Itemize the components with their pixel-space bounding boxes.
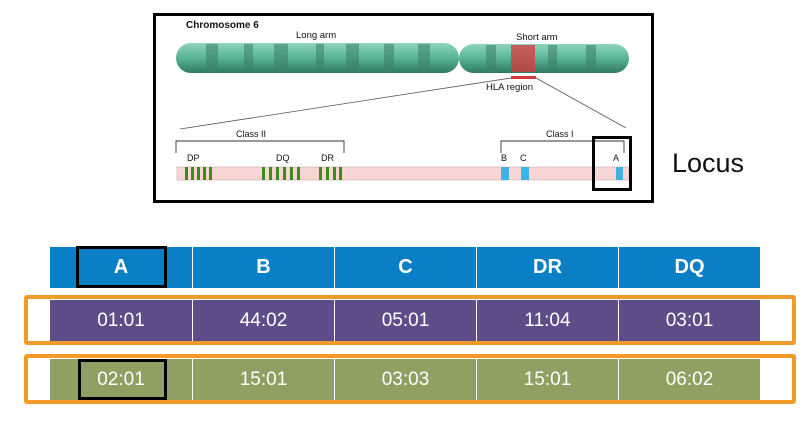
long-arm-bands bbox=[206, 44, 430, 72]
row2-cell-dq: 06:02 bbox=[618, 359, 760, 400]
haplotype-1-frame bbox=[24, 295, 796, 345]
short-arm-label: Short arm bbox=[516, 32, 558, 43]
header-cell-dq: DQ bbox=[618, 247, 760, 288]
dq-gene-stripes bbox=[262, 167, 300, 180]
class2-bracket bbox=[175, 140, 345, 153]
gene-label-b: B bbox=[501, 153, 507, 163]
row1-cell-dr: 11:04 bbox=[476, 300, 618, 341]
header-cell-c: C bbox=[334, 247, 476, 288]
header-cell-b: B bbox=[192, 247, 334, 288]
gene-label-dp: DP bbox=[187, 153, 200, 163]
hla-band bbox=[511, 45, 535, 72]
long-arm-label: Long arm bbox=[296, 30, 336, 41]
dr-gene-stripes bbox=[319, 167, 342, 180]
projection-line-right bbox=[535, 77, 627, 129]
b-gene bbox=[501, 167, 509, 180]
row1-cell-dq: 03:01 bbox=[618, 300, 760, 341]
chromosome-diagram: Chromosome 6 Long arm Short arm HLA regi… bbox=[175, 20, 630, 181]
c-gene bbox=[521, 167, 529, 180]
class2-label: Class II bbox=[236, 129, 266, 139]
locus-label: Locus bbox=[672, 148, 745, 178]
header-cell-a: A bbox=[50, 247, 192, 288]
dp-gene-stripes bbox=[185, 167, 212, 180]
locus-a-highlight-box bbox=[592, 136, 632, 191]
row2-cell-c: 03:03 bbox=[334, 359, 476, 400]
row2-cell-a: 02:01 bbox=[50, 359, 192, 400]
gene-label-a: A bbox=[613, 153, 619, 163]
projection-line-left bbox=[179, 77, 512, 130]
row1-cell-b: 44:02 bbox=[192, 300, 334, 341]
gene-label-dr: DR bbox=[321, 153, 334, 163]
hla-marker bbox=[511, 76, 536, 79]
haplotype-2-frame bbox=[24, 354, 796, 404]
class1-bracket bbox=[500, 140, 625, 153]
cell-a-highlight-box bbox=[78, 359, 167, 400]
short-arm-bands bbox=[486, 45, 596, 72]
gene-label-c: C bbox=[520, 153, 527, 163]
chromosome-figure: Chromosome 6 Long arm Short arm HLA regi… bbox=[153, 13, 654, 203]
chromosome-title: Chromosome 6 bbox=[186, 20, 259, 31]
row2-cell-b: 15:01 bbox=[192, 359, 334, 400]
gene-label-dq: DQ bbox=[276, 153, 290, 163]
hla-region-label: HLA region bbox=[486, 82, 533, 93]
row2-cell-dr: 15:01 bbox=[476, 359, 618, 400]
class1-label: Class I bbox=[546, 129, 574, 139]
a-gene bbox=[616, 167, 623, 180]
row1-cell-a: 01:01 bbox=[50, 300, 192, 341]
header-cell-dr: DR bbox=[476, 247, 618, 288]
header-a-highlight-box bbox=[76, 246, 167, 288]
row1-cell-c: 05:01 bbox=[334, 300, 476, 341]
